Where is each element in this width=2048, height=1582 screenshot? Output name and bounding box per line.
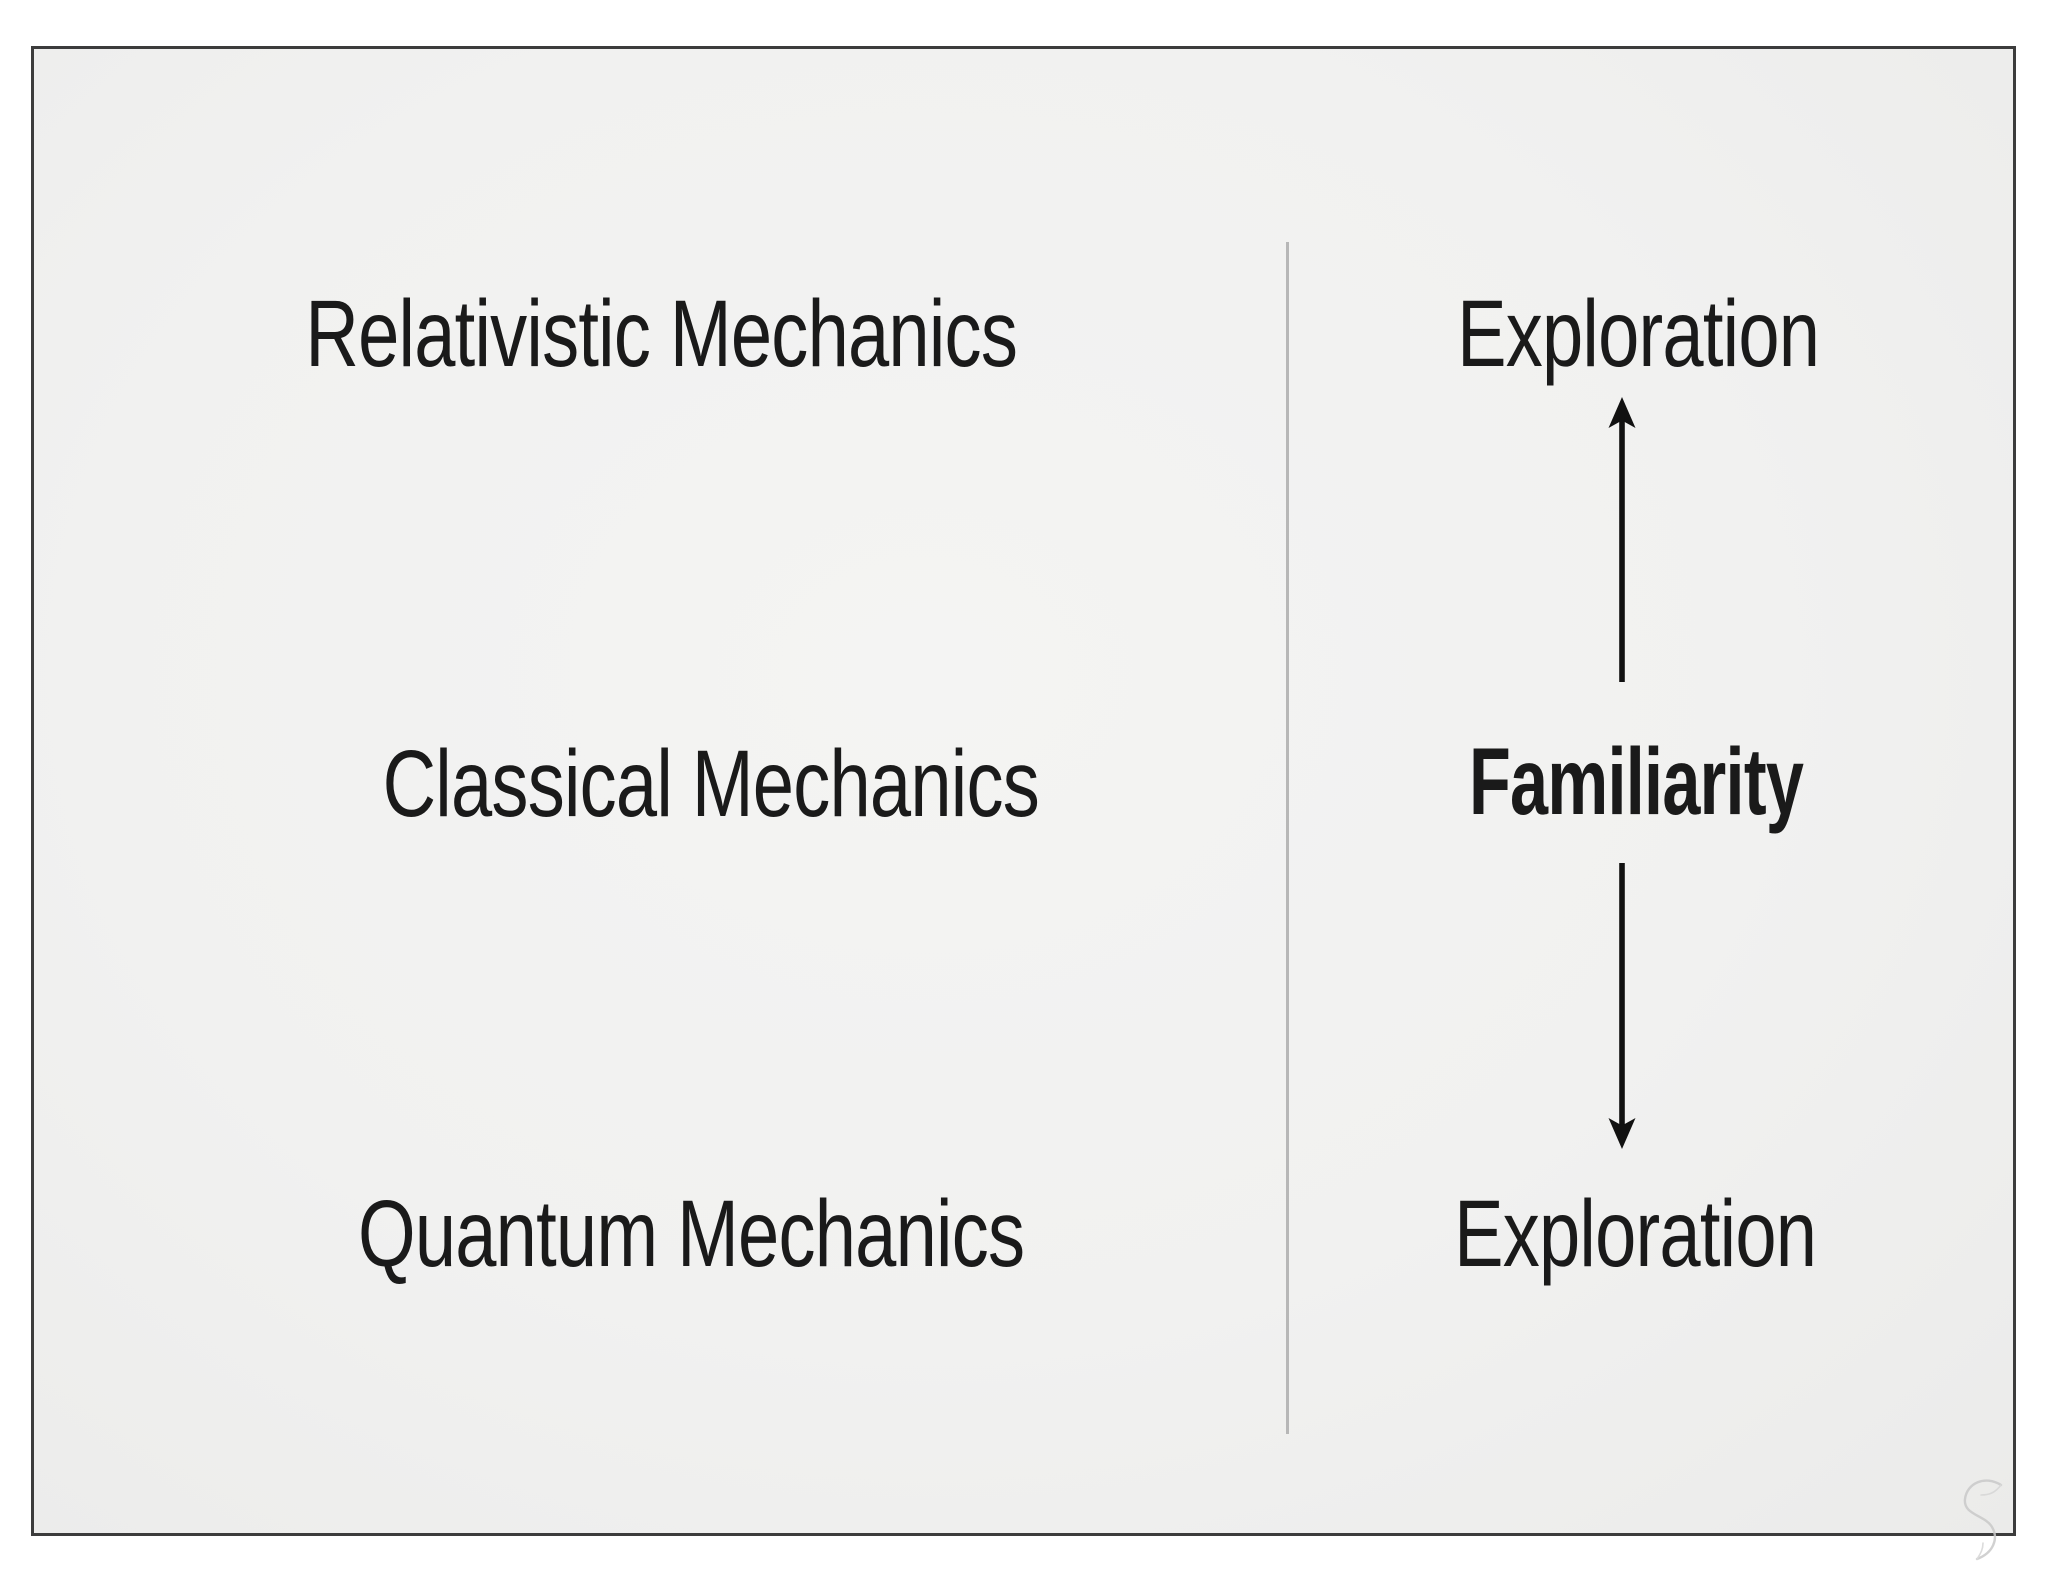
arrow-down-icon <box>1608 863 1636 1149</box>
label-relativistic-mechanics: Relativistic Mechanics <box>61 287 1261 382</box>
label-exploration-top: Exploration <box>1038 287 2048 382</box>
label-text: Familiarity <box>1468 729 1804 835</box>
label-exploration-bottom: Exploration <box>1035 1187 2048 1282</box>
label-text: Relativistic Mechanics <box>305 281 1018 387</box>
label-familiarity: Familiarity <box>1036 735 2048 830</box>
label-text: Quantum Mechanics <box>357 1181 1025 1287</box>
label-quantum-mechanics: Quantum Mechanics <box>91 1187 1291 1282</box>
swirl-s-watermark-icon <box>1963 1479 2003 1561</box>
arrow-up-icon <box>1608 397 1636 682</box>
label-text: Exploration <box>1453 1181 1817 1287</box>
slide: Relativistic Mechanics Classical Mechani… <box>31 46 2016 1561</box>
label-classical-mechanics: Classical Mechanics <box>111 737 1311 832</box>
column-divider <box>1286 242 1289 1434</box>
label-text: Exploration <box>1456 281 1820 387</box>
label-text: Classical Mechanics <box>382 731 1040 837</box>
